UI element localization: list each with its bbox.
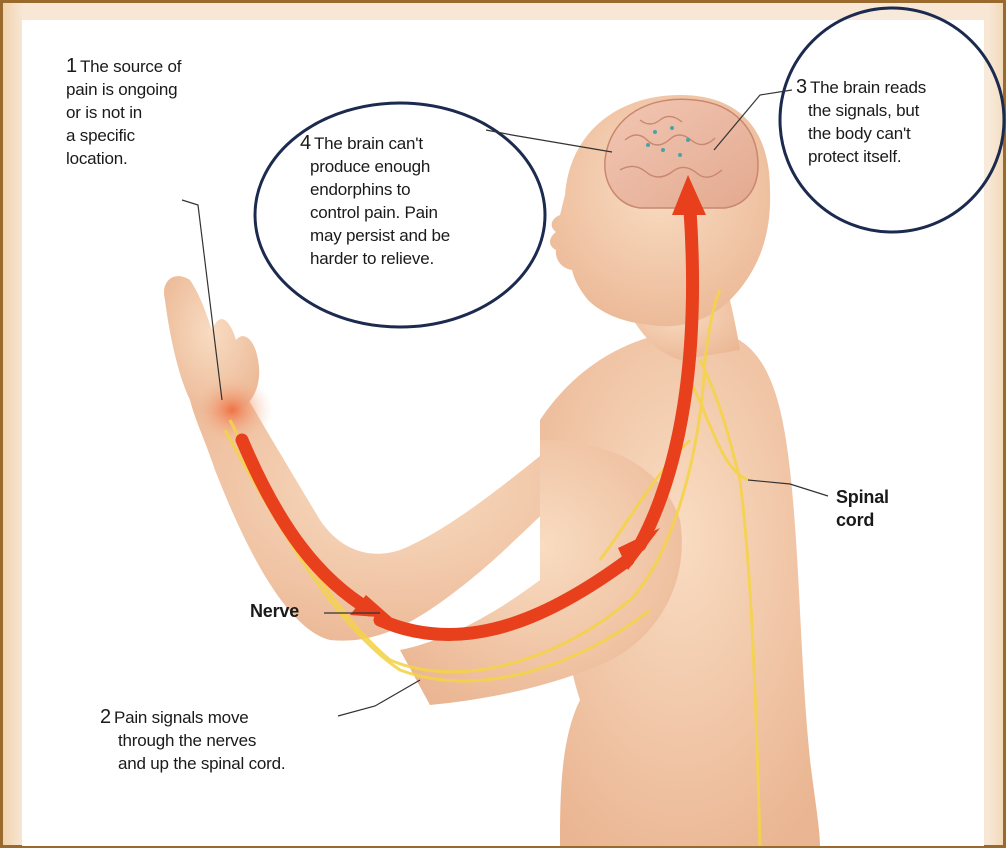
nerve-label: Nerve: [250, 600, 299, 623]
callout-3-number: 3: [796, 76, 807, 98]
callout-1-number: 1: [66, 55, 77, 77]
callout-2-number: 2: [100, 706, 111, 728]
spinal-cord-label: Spinal cord: [836, 486, 889, 532]
callout-4-number: 4: [300, 132, 311, 154]
pain-source-glow: [192, 374, 272, 446]
